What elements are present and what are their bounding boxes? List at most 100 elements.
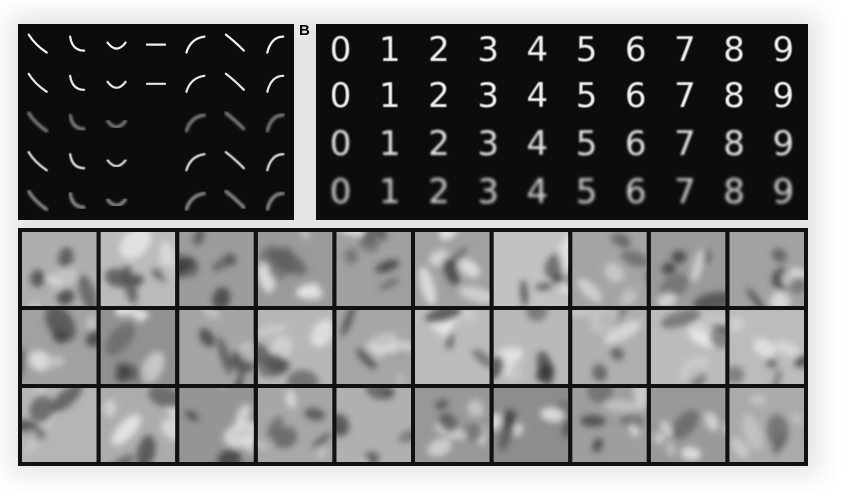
face-feature-tile	[729, 388, 804, 462]
face-feature-tile	[100, 310, 176, 384]
digit: 3	[477, 76, 499, 116]
digit: 9	[772, 76, 795, 116]
stroke-feature	[27, 111, 49, 133]
digit: 6	[624, 124, 647, 164]
digit: 6	[624, 30, 647, 70]
face-feature-tile	[729, 232, 805, 306]
digit-row-4: 0 1 2 3 4 5 6 7 8 9	[316, 172, 808, 212]
face-feature-tile	[493, 232, 569, 306]
digit: 1	[378, 30, 401, 70]
stroke-feature	[224, 150, 246, 170]
stroke-feature	[105, 197, 128, 207]
stroke-feature	[27, 33, 48, 54]
digit: 3	[477, 172, 499, 212]
stroke-feature	[69, 74, 86, 91]
digit: 2	[428, 172, 450, 212]
face-feature-tile	[336, 310, 411, 384]
digit: 0	[329, 124, 352, 164]
stroke-feature	[265, 191, 285, 211]
digit: 5	[575, 30, 598, 70]
digit: 8	[723, 124, 745, 164]
face-feature-tile	[336, 232, 411, 306]
digit-row-3: 0 1 2 3 4 5 6 7 8 9	[316, 124, 808, 164]
digit: 4	[526, 172, 549, 212]
stroke-feature	[106, 80, 127, 89]
digit-row-1: 0 1 2 3 4 5 6 7 8 9	[316, 30, 808, 70]
digit: 5	[575, 172, 598, 212]
stroke-feature	[69, 35, 86, 52]
stroke-feature	[224, 72, 245, 91]
face-feature-tile	[650, 388, 726, 462]
stroke-feature	[106, 119, 128, 129]
stroke-feature	[68, 113, 86, 131]
digit: 0	[329, 76, 352, 116]
digit: 7	[674, 30, 696, 70]
digit: 6	[624, 76, 647, 116]
face-feature-tile	[22, 232, 97, 306]
digit: 0	[329, 30, 352, 70]
digit: 9	[772, 172, 795, 212]
digit: 1	[378, 76, 401, 116]
digit: 2	[428, 124, 450, 164]
stroke-feature	[266, 74, 285, 93]
face-feature-tile	[650, 232, 726, 306]
digit: 3	[477, 30, 499, 70]
face-feature-tile	[179, 310, 254, 384]
stroke-feature	[266, 35, 285, 54]
face-feature-tile	[493, 310, 569, 384]
face-feature-tile	[257, 388, 333, 462]
face-feature-tile	[415, 388, 490, 462]
face-feature-tile	[257, 232, 333, 306]
face-feature-tile	[572, 310, 647, 384]
digit: 0	[329, 172, 352, 212]
face-feature-tile	[493, 388, 569, 462]
digit: 1	[378, 124, 401, 164]
digit: 6	[624, 172, 647, 212]
face-feature-tile	[729, 310, 805, 384]
face-feature-tile	[22, 310, 97, 384]
digit-row-2: 0 1 2 3 4 5 6 7 8 9	[316, 76, 808, 116]
stroke-feature	[224, 111, 246, 131]
stroke-feature	[185, 74, 206, 93]
digit: 4	[526, 124, 549, 164]
digit: 7	[674, 172, 696, 212]
face-feature-tile	[179, 388, 254, 462]
stroke-feature	[27, 189, 49, 211]
stroke-feature	[266, 152, 285, 172]
stroke-feature	[265, 113, 285, 133]
face-feature-tile	[100, 388, 176, 462]
stroke-feature	[106, 158, 127, 168]
face-feature-tile	[415, 232, 490, 306]
digit: 9	[772, 30, 795, 70]
face-feature-tile	[415, 310, 490, 384]
digit: 2	[428, 30, 450, 70]
digit: 7	[674, 76, 696, 116]
stroke-feature	[185, 152, 206, 172]
panel-b-label: B	[299, 22, 310, 39]
stroke-feature	[224, 189, 246, 209]
face-feature-grid	[22, 232, 805, 462]
digit: 2	[428, 76, 450, 116]
digit: 8	[723, 172, 745, 212]
digit: 1	[378, 172, 401, 212]
face-feature-tile	[336, 388, 411, 462]
stroke-feature	[68, 191, 86, 209]
digit: 9	[772, 124, 795, 164]
digit: 5	[575, 124, 598, 164]
face-feature-tile	[100, 232, 176, 306]
stroke-feature	[68, 152, 86, 170]
face-feature-tile	[572, 388, 647, 462]
stroke-feature	[27, 72, 48, 93]
digit: 8	[723, 76, 745, 116]
stroke-feature	[184, 191, 207, 211]
face-feature-tile	[22, 388, 97, 462]
stroke-feature	[27, 150, 48, 172]
digit: 3	[477, 124, 499, 164]
stroke-feature	[106, 41, 127, 50]
stroke-feature	[224, 33, 245, 52]
stroke-feature	[185, 35, 206, 54]
digit: 8	[723, 30, 745, 70]
panel-c-face-features	[18, 228, 808, 466]
stroke-feature	[184, 113, 206, 133]
